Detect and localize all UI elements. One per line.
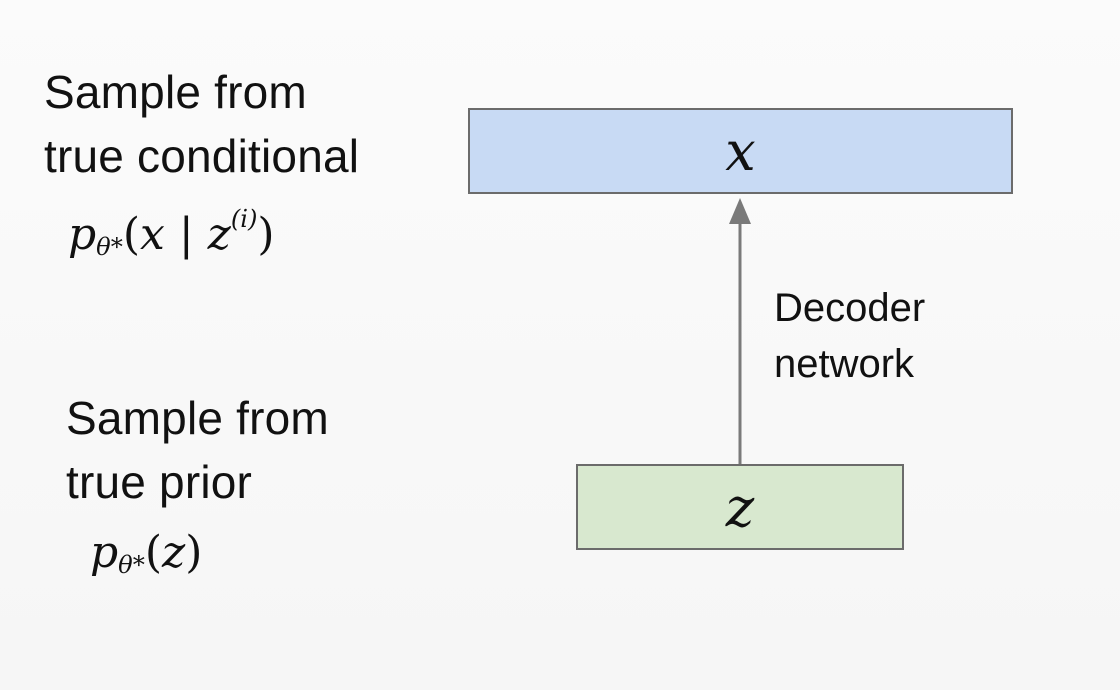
prior-formula-open-paren: (	[144, 527, 162, 578]
conditional-formula: pθ*(x | z(i))	[68, 205, 275, 261]
prior-sample-line1: Sample from	[66, 392, 329, 444]
formula-p: p	[68, 208, 97, 260]
prior-formula-close-paren: )	[185, 527, 203, 578]
formula-bar: |	[164, 208, 208, 260]
prior-formula: pθ*(z)	[90, 527, 202, 579]
x-output-box: x	[468, 108, 1013, 194]
formula-x: x	[140, 208, 165, 260]
x-box-label: x	[725, 119, 756, 183]
prior-formula-z: z	[162, 527, 186, 578]
z-latent-box: z	[576, 464, 904, 550]
decoder-label-line1: Decoder	[774, 286, 926, 330]
formula-superscript-i: (i)	[230, 205, 258, 233]
conditional-sample-line2: true conditional	[44, 130, 360, 182]
decoder-label-line2: network	[774, 342, 915, 386]
decoder-network-label: Decoder network	[774, 280, 925, 392]
prior-formula-theta-star-sub: θ*	[118, 551, 145, 580]
decoder-arrow-head	[729, 198, 751, 224]
prior-formula-p: p	[90, 527, 119, 578]
formula-open-paren: (	[122, 208, 140, 260]
z-box-label: z	[725, 475, 755, 539]
formula-theta-star-sub: θ*	[96, 232, 123, 261]
formula-z: z	[207, 208, 231, 260]
conditional-sample-label: Sample from true conditional	[44, 60, 359, 188]
conditional-sample-line1: Sample from	[44, 66, 307, 118]
prior-sample-line2: true prior	[66, 456, 253, 508]
formula-close-paren: )	[257, 208, 275, 260]
prior-sample-label: Sample from true prior	[66, 386, 329, 514]
